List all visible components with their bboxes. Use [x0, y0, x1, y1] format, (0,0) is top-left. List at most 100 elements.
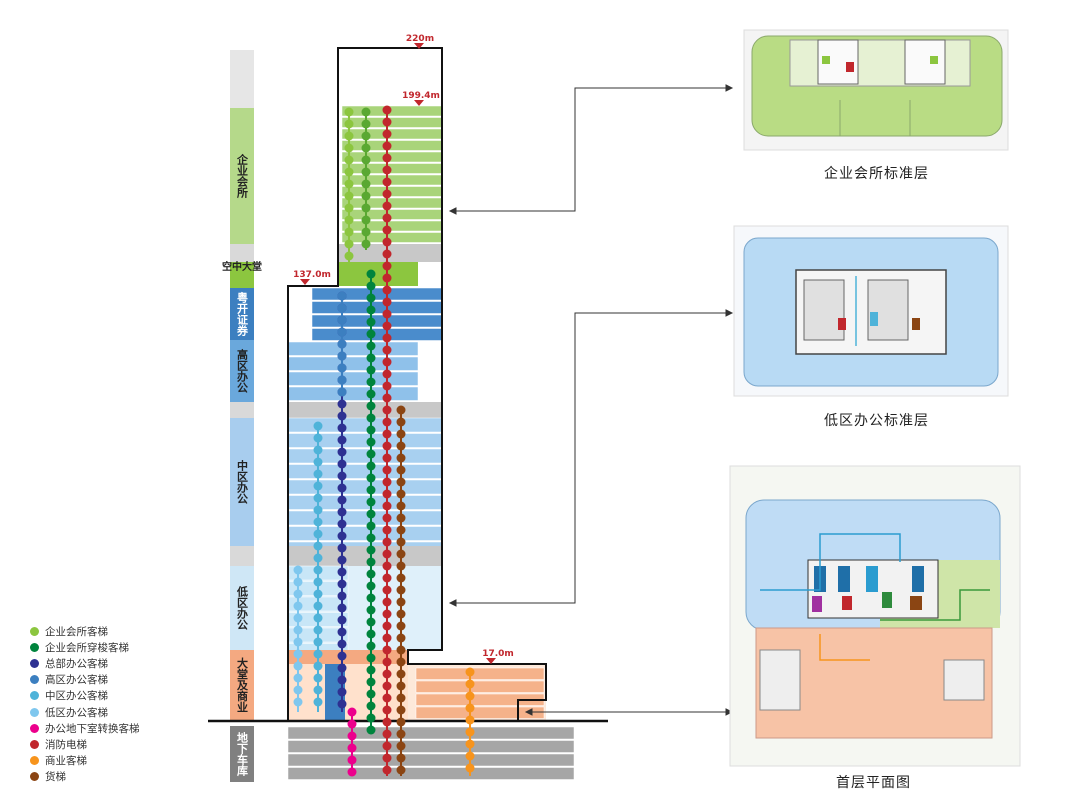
elevator-stop [313, 601, 323, 611]
zone-label-securities: 粤开证券 [236, 291, 250, 337]
floor-slab [287, 464, 443, 479]
zone-high-office [230, 340, 254, 402]
elevator-stop [382, 741, 392, 751]
elevator-stop [313, 481, 323, 491]
legend-item: 中区办公客梯 [30, 688, 140, 704]
elevator-stop [344, 131, 354, 141]
elevator-stop [366, 485, 376, 495]
elevator-stop [361, 239, 371, 249]
elevator-stop [293, 625, 303, 635]
elevator-stop [382, 225, 392, 235]
elevator-stop [293, 697, 303, 707]
elevator-stop [366, 293, 376, 303]
elevator-stop [382, 117, 392, 127]
elevator-legend: 企业会所客梯企业会所穿梭客梯总部办公客梯高区办公客梯中区办公客梯低区办公客梯办公… [30, 623, 140, 785]
arrow-to-club-floor [448, 84, 734, 215]
elevator-stop [382, 441, 392, 451]
elevator-stop [337, 639, 347, 649]
elevator-stop [293, 565, 303, 575]
elevator-stop [382, 669, 392, 679]
elevator-stop [382, 417, 392, 427]
elevator-stop [344, 119, 354, 129]
floor-slab [287, 341, 419, 356]
legend-swatch [30, 772, 39, 782]
elevator-stop [366, 617, 376, 627]
elevator-stop [396, 693, 406, 703]
elevator-stop [313, 433, 323, 443]
elevator-stop [382, 405, 392, 415]
floor-slab [287, 740, 575, 753]
elevator-stop [313, 493, 323, 503]
elevator-stop [361, 203, 371, 213]
elevator-stop [382, 381, 392, 391]
elevator-stop [465, 715, 475, 725]
zone-sky-lobby [230, 262, 254, 288]
floor-slab [287, 479, 443, 495]
elevator-stop [337, 651, 347, 661]
elevator-stop [396, 765, 406, 775]
elevator-stop [382, 597, 392, 607]
elevator-stop [396, 573, 406, 583]
legend-swatch [30, 723, 39, 733]
elevator-stop [313, 637, 323, 647]
elevator-stop [366, 473, 376, 483]
elevator-stop [337, 483, 347, 493]
floor-slab [341, 151, 443, 163]
floor-slab [287, 386, 419, 401]
floor-slab [287, 433, 443, 448]
elevator-stop [344, 227, 354, 237]
legend-item: 消防电梯 [30, 736, 140, 752]
elevator-stop [337, 699, 347, 709]
floor-slab [311, 301, 443, 314]
floor-slab [287, 526, 443, 541]
elevator-stop [465, 727, 475, 737]
elevator-stop [382, 393, 392, 403]
elevator-stop [396, 513, 406, 523]
elevator-stop [366, 713, 376, 723]
elevator-stop [293, 601, 303, 611]
elevator-stop [382, 285, 392, 295]
elevator-stop [344, 167, 354, 177]
floor-slab [341, 220, 443, 232]
elevator-stop [313, 529, 323, 539]
elevator-stop [344, 251, 354, 261]
elevator-stop [313, 505, 323, 515]
elevator-stop [465, 691, 475, 701]
legend-label: 消防电梯 [45, 738, 87, 751]
zone-label-low-office: 低区办公 [236, 585, 250, 631]
elevator-stop [366, 509, 376, 519]
elevator-stop [382, 345, 392, 355]
elevator-stop [337, 675, 347, 685]
floor-slab [311, 287, 443, 301]
elevator-stop [382, 729, 392, 739]
floor-slab [341, 105, 443, 117]
elevator-stop [382, 189, 392, 199]
floor-slab [341, 209, 443, 220]
elevator-stop [337, 543, 347, 553]
elevator-stop [366, 281, 376, 291]
legend-label: 办公地下室转换客梯 [45, 722, 140, 735]
elevator-stop [382, 609, 392, 619]
floor-slab [341, 117, 443, 128]
elevator-stop [337, 663, 347, 673]
elevator-stop [366, 377, 376, 387]
arrow-to-low-office-floor [448, 309, 734, 607]
elevator-stop [347, 707, 357, 717]
elevator-stop [382, 705, 392, 715]
elevator-stop [313, 541, 323, 551]
elevator-stop [313, 565, 323, 575]
elevator-stop [382, 561, 392, 571]
elevator-stop [396, 429, 406, 439]
elevator-stop [361, 167, 371, 177]
elevator-stop [313, 553, 323, 563]
elevator-stop [313, 697, 323, 707]
elevator-stop [382, 429, 392, 439]
elevator-stop [382, 177, 392, 187]
floor-slab [341, 232, 443, 243]
elevator-stop [313, 457, 323, 467]
elevator-stop [382, 141, 392, 151]
elevator-stop [337, 423, 347, 433]
zone-low-office [230, 566, 254, 650]
elevator-stop [313, 445, 323, 455]
elevator-stop [382, 621, 392, 631]
